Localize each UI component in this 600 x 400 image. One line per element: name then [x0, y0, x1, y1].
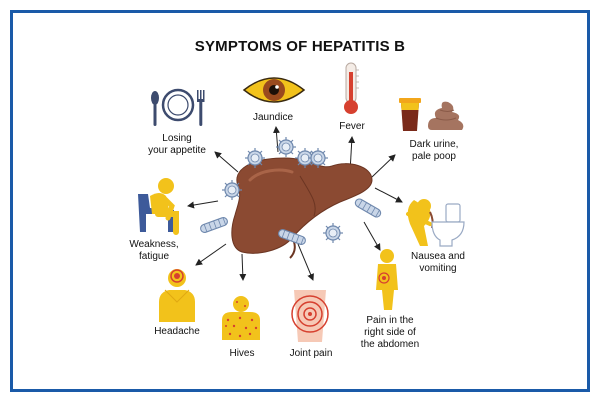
- arrow-abdomen-pain: [363, 221, 381, 251]
- page-title: SYMPTOMS OF HEPATITIS B: [194, 38, 406, 55]
- label-hives: Hives: [229, 348, 255, 359]
- arrow-dark-urine: [371, 154, 396, 178]
- vomiting-person-icon: [406, 199, 465, 247]
- label-appetite: Losing your appetite: [148, 133, 206, 156]
- headache-person-icon: [159, 269, 195, 322]
- label-fever: Fever: [339, 121, 365, 132]
- label-abdomen-pain: Pain in the right side of the abdomen: [360, 315, 420, 350]
- label-jaundice: Jaundice: [252, 112, 294, 123]
- border-frame: [10, 10, 590, 392]
- thermometer-icon: [344, 62, 359, 114]
- abdomen-pain-person-icon: [376, 249, 398, 310]
- tired-person-icon: [138, 178, 179, 235]
- label-weakness: Weakness, fatigue: [129, 239, 179, 262]
- plate-cutlery-icon: [151, 88, 205, 126]
- label-nausea: Nausea and vomiting: [411, 251, 465, 274]
- label-joint-pain: Joint pain: [289, 348, 333, 359]
- yellow-eye-icon: [242, 77, 306, 103]
- arrow-joint-pain: [297, 243, 314, 281]
- arrow-nausea: [374, 187, 403, 203]
- knee-pain-icon: [291, 290, 329, 342]
- arrow-hives: [239, 253, 247, 281]
- arrow-headache: [195, 243, 227, 266]
- label-headache: Headache: [154, 326, 200, 337]
- hives-person-icon: [222, 296, 260, 340]
- arrow-jaundice: [272, 126, 280, 153]
- label-dark-urine: Dark urine, pale poop: [409, 139, 459, 162]
- arrow-appetite: [214, 151, 239, 173]
- arrow-weakness: [187, 200, 219, 209]
- urine-cup-poop-icon: [399, 98, 464, 131]
